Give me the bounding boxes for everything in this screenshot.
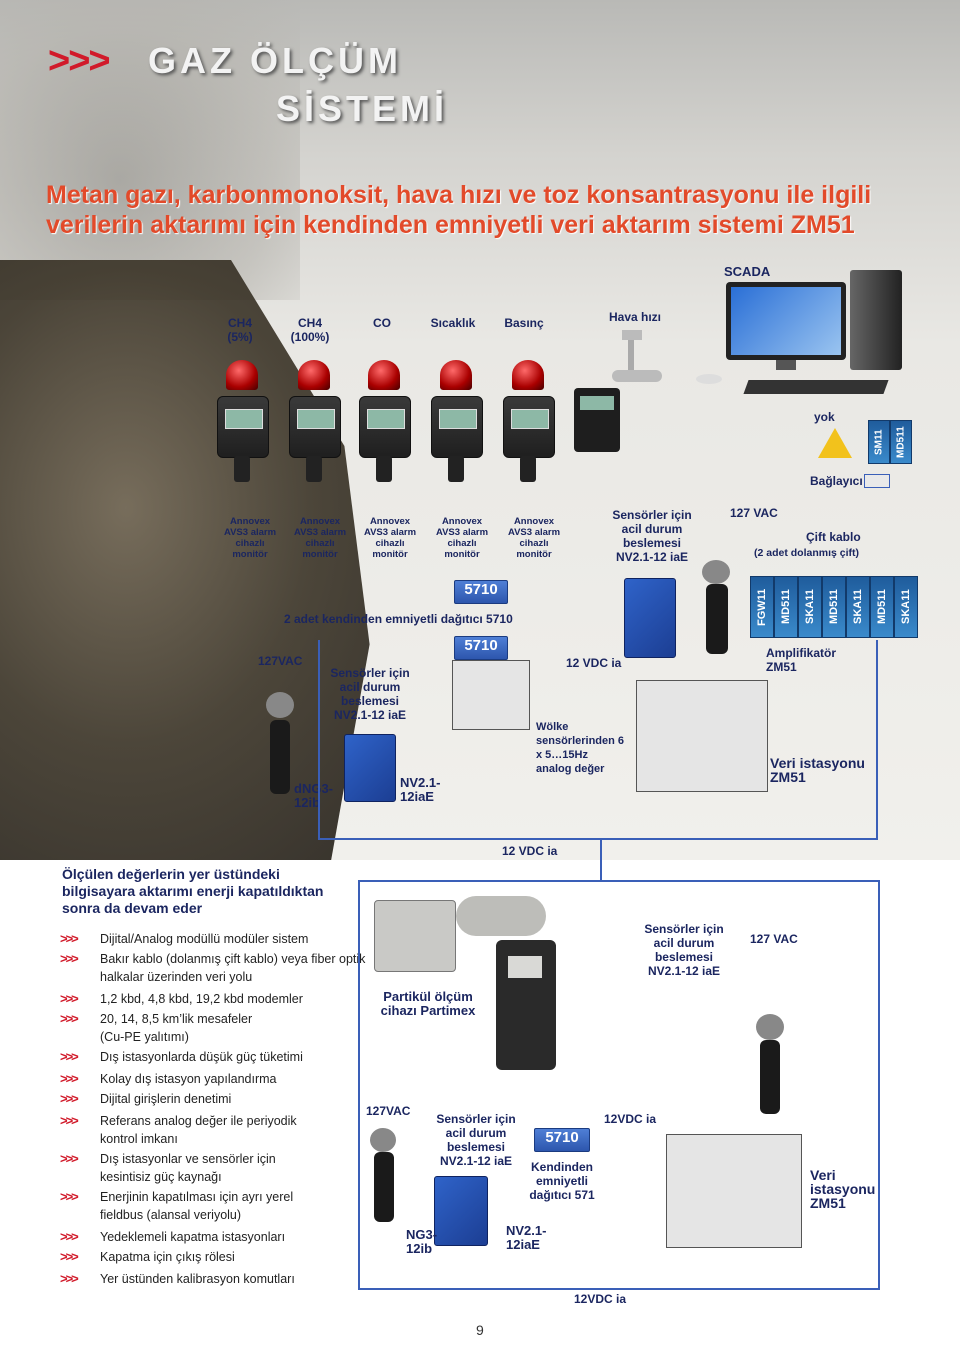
dng-unit-top <box>706 584 728 654</box>
module-strip: MD511 <box>774 576 798 638</box>
connection-line <box>876 640 878 840</box>
sm11-module: SM11 <box>868 420 890 464</box>
connection-line <box>318 838 878 840</box>
connection-line <box>318 640 320 840</box>
sensor-label-hava-hizi: Hava hızı <box>608 310 662 324</box>
vac-label-right: 127 VAC <box>750 932 798 946</box>
page-title-line1: GAZ ÖLÇÜM <box>148 40 402 81</box>
data-station-rack-bottom <box>666 1134 802 1248</box>
header-arrows: >>> <box>48 40 111 82</box>
veri-istasyonu-label: Veri istasyonu ZM51 <box>770 755 865 785</box>
data-station-rack <box>636 680 768 792</box>
vdc-label-bottom: 12 VDC ia <box>502 844 558 858</box>
gland-device <box>756 1014 784 1040</box>
cift-kablo-label: Çift kablo <box>806 530 861 544</box>
module-strip: SKA11 <box>894 576 918 638</box>
ng-unit <box>374 1152 394 1222</box>
gland-device <box>370 1128 396 1152</box>
page-number: 9 <box>476 1322 484 1338</box>
power-supply-device <box>344 734 396 802</box>
gland-device <box>702 560 730 584</box>
dng-label: dNG3- 12ib <box>294 781 333 810</box>
veri-istasyonu-label-bottom: Veri istasyonu ZM51 <box>810 1167 876 1211</box>
connection-line <box>600 840 602 880</box>
monitor-device <box>214 360 270 490</box>
module-strip: SKA11 <box>798 576 822 638</box>
connection-line <box>358 1288 880 1290</box>
scada-computer <box>696 270 926 400</box>
vdc-label-footer: 12VDC ia <box>574 1292 627 1306</box>
monitor-device <box>428 360 484 490</box>
distributor-label: 2 adet kendinden emniyetli dağıtıcı 5710 <box>284 612 513 626</box>
monitor-caption: Annovex AVS3 alarm cihazlı monitör <box>363 516 417 560</box>
air-speed-sensor <box>570 330 670 470</box>
monitor-device <box>286 360 342 490</box>
amplifikator-label: Amplifikatör ZM51 <box>766 646 837 674</box>
vac-label-mid: 127VAC <box>258 654 303 668</box>
wolke-label: Wölke sensörlerinden 6 x 5…15Hz analog d… <box>536 721 625 775</box>
sensor-label-co: CO <box>373 316 391 330</box>
monitor-device <box>500 360 556 490</box>
distributor-badge: 5710 <box>454 580 508 604</box>
md511-module-top: MD511 <box>890 420 912 464</box>
connection-line <box>358 880 360 1290</box>
vdc-label-mid: 12 VDC ia <box>566 656 622 670</box>
vac-label-top: 127 VAC <box>730 506 778 520</box>
partimex-device <box>366 880 566 1080</box>
sensor-label-basinc: Basınç <box>504 316 544 330</box>
connection-line <box>358 880 880 882</box>
gland-device <box>266 692 294 718</box>
distributor-badge: 5710 <box>454 636 508 660</box>
monitor-device <box>356 360 412 490</box>
sensor-label-ch4-100: CH4 (100%) <box>290 316 330 344</box>
partimex-label: Partikül ölçüm cihazı Partimex <box>380 989 476 1018</box>
power-supply-device <box>624 578 676 658</box>
module-strip: FGW11 <box>750 576 774 638</box>
sensor-power-label-top: Sensörler için acil durum beslemesi NV2.… <box>612 508 692 564</box>
yok-label: yok <box>814 410 835 424</box>
sensor-power-label-mid: Sensörler için acil durum beslemesi NV2.… <box>330 666 410 722</box>
sensor-label-ch4-5: CH4 (5%) <box>227 316 253 344</box>
dng-unit <box>270 720 290 794</box>
vac-label-left: 127VAC <box>366 1104 411 1118</box>
distributor-badge: 5710 <box>534 1128 590 1152</box>
mine-photo-top <box>0 0 300 300</box>
sensor-label-sicaklik: Sıcaklık <box>430 316 476 330</box>
monitor-caption: Annovex AVS3 alarm cihazlı monitör <box>293 516 347 560</box>
monitor-caption: Annovex AVS3 alarm cihazlı monitör <box>435 516 489 560</box>
features-heading: Ölçülen değerlerin yer üstündeki bilgisa… <box>62 866 324 916</box>
monitor-caption: Annovex AVS3 alarm cihazlı monitör <box>223 516 277 560</box>
connection-line <box>878 880 880 1290</box>
module-strip: MD511 <box>870 576 894 638</box>
distributor-label-bottom: Kendinden emniyetli dağıtıcı 571 <box>529 1160 595 1202</box>
baglayici-label: Bağlayıcı <box>810 474 863 488</box>
nv-label-bottom: NV2.1- 12iaE <box>506 1223 547 1252</box>
nv-label: NV2.1- 12iaE <box>400 775 441 804</box>
page-subtitle: Metan gazı, karbonmonoksit, hava hızı ve… <box>46 181 872 239</box>
dng-unit <box>760 1040 780 1114</box>
vdc-label-12: 12VDC ia <box>604 1112 657 1126</box>
monitor-caption: Annovex AVS3 alarm cihazlı monitör <box>507 516 561 560</box>
power-supply-device <box>434 1176 488 1246</box>
ng-label: NG3- 12ib <box>406 1227 438 1256</box>
scada-label: SCADA <box>724 264 771 279</box>
cift-kablo-sub-label: (2 adet dolanmış çift) <box>754 547 860 559</box>
module-strip: MD511 <box>822 576 846 638</box>
connector-icon <box>864 474 890 488</box>
sensor-power-label-right: Sensörler için acil durum beslemesi NV2.… <box>644 922 724 978</box>
module-strip: SKA11 <box>846 576 870 638</box>
sensor-power-label-left: Sensörler için acil durum beslemesi NV2.… <box>436 1112 516 1168</box>
distributor-box <box>452 660 530 730</box>
page-title-line2: SİSTEMİ <box>276 88 449 129</box>
